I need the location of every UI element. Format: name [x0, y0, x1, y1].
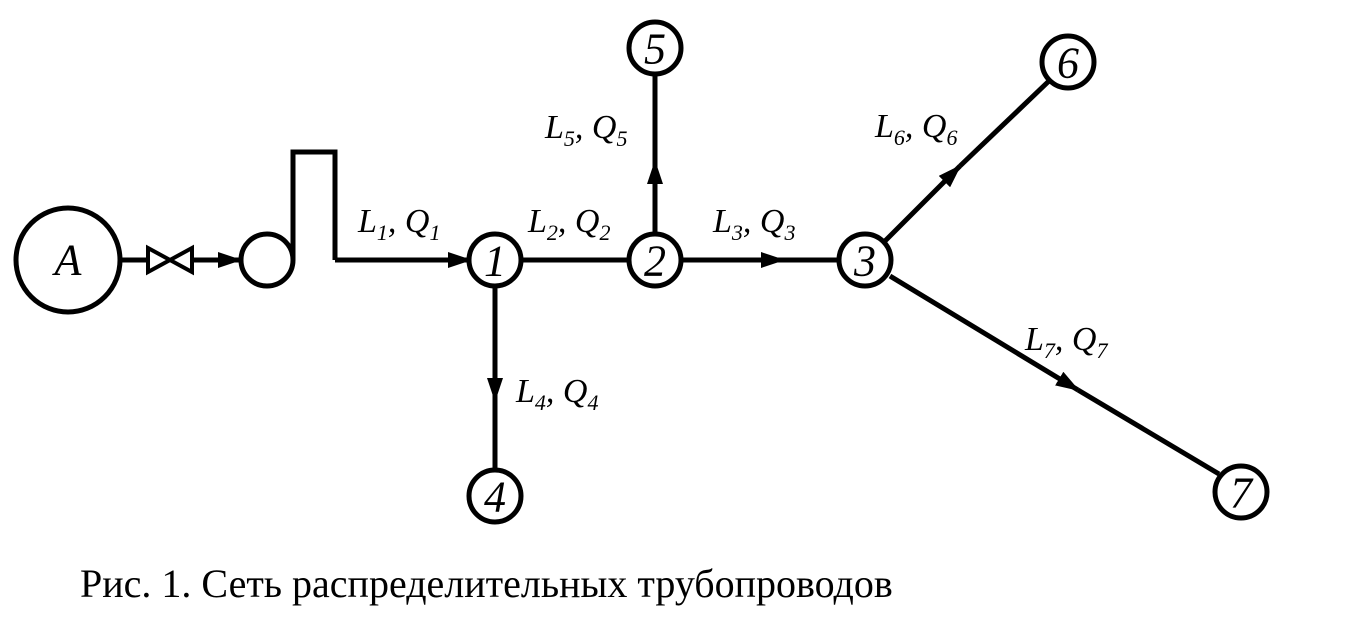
- node-4: 4: [466, 467, 524, 525]
- source-a: A: [13, 205, 123, 315]
- node-1: 1: [466, 231, 524, 289]
- pipe-7-label: L7, Q7: [1024, 321, 1108, 363]
- pump-icon: [238, 231, 296, 289]
- valve-icon: [146, 244, 194, 276]
- node-label: 6: [1057, 39, 1079, 88]
- pipe-7-arrow: [888, 273, 1080, 393]
- node-label: 3: [853, 237, 876, 286]
- node-5: 5: [626, 19, 684, 77]
- pipe-7: [1076, 387, 1221, 477]
- node-label: 2: [644, 237, 666, 286]
- node-label: 7: [1230, 469, 1254, 518]
- figure-caption: Рис. 1. Сеть распределительных трубопров…: [80, 561, 893, 606]
- pipe-5-label: L5, Q5: [544, 109, 627, 151]
- node-7: 7: [1212, 463, 1270, 521]
- node-2: 2: [626, 231, 684, 289]
- pipe-6: [958, 78, 1052, 168]
- node-label: 4: [484, 473, 506, 522]
- node-label: 1: [484, 237, 506, 286]
- pipe-6-label: L6, Q6: [874, 108, 957, 150]
- pipe-4-label: L4, Q4: [515, 373, 598, 415]
- node-label: 5: [644, 25, 666, 74]
- node-3: 3: [836, 231, 894, 289]
- source-a-label: A: [52, 236, 83, 285]
- pipe-6-arrow: [882, 164, 962, 244]
- pipe-1-label: L1, Q1: [357, 203, 440, 245]
- pipe-2-label: L2, Q2: [527, 203, 610, 245]
- tower-icon: [290, 149, 338, 260]
- node-6: 6: [1039, 33, 1097, 91]
- pipe-3-label: L3, Q3: [712, 203, 795, 245]
